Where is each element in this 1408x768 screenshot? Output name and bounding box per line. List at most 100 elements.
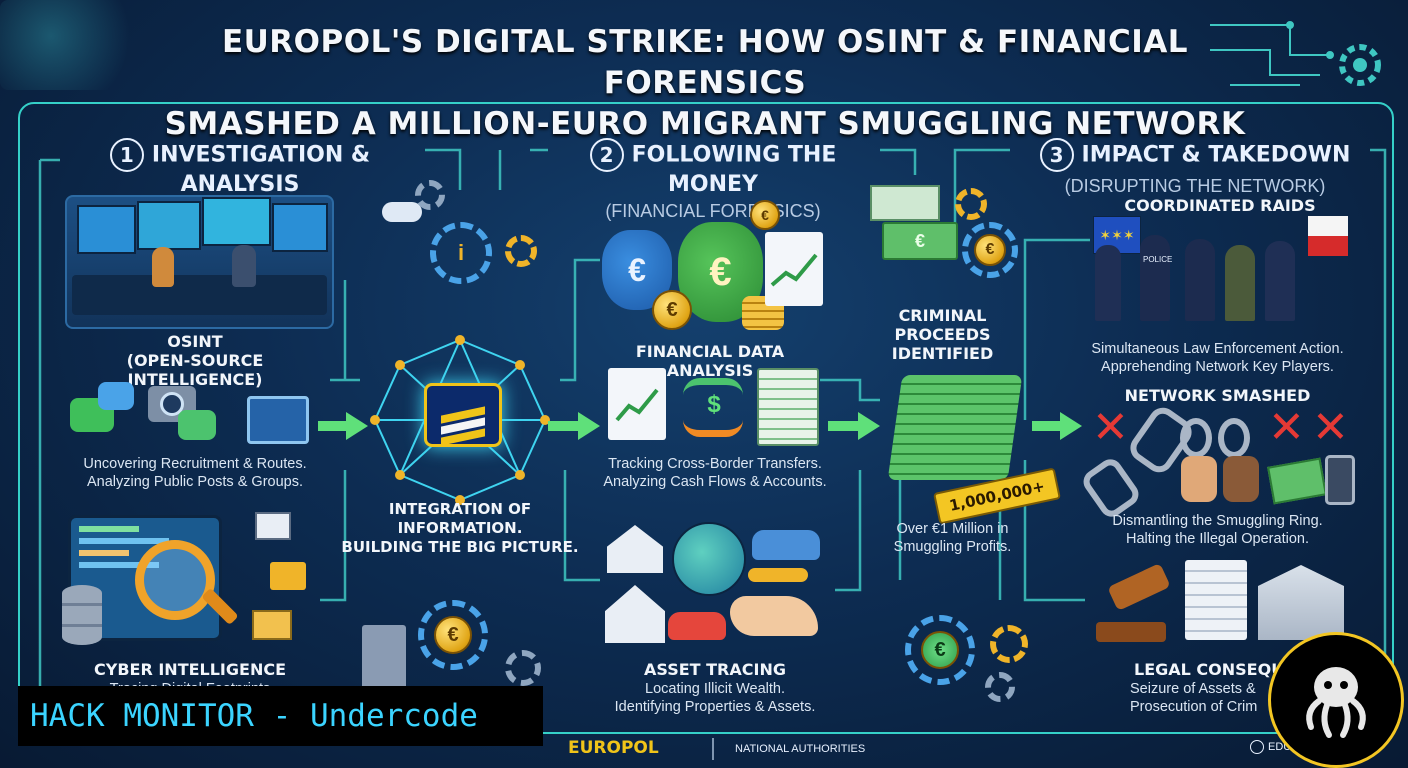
- chat-bubble-icon: [98, 382, 134, 410]
- analyst-desk: [72, 275, 327, 315]
- cloud-icon: [382, 202, 422, 222]
- legal-desc-line-1: Seizure of Assets &: [1130, 681, 1256, 697]
- monitor-screen: [202, 197, 271, 246]
- osint-workstation-illustration: [65, 195, 334, 329]
- monitor-screen: [77, 205, 136, 254]
- mobile-phone-icon: [1325, 455, 1355, 505]
- hub-label: INTEGRATION OF INFORMATION. BUILDING THE…: [335, 500, 585, 557]
- page-title: EUROPOL'S DIGITAL STRIKE: HOW OSINT & FI…: [150, 22, 1260, 145]
- osint-desc-line-1: Uncovering Recruitment & Routes.: [83, 456, 307, 472]
- euro-symbol: €: [914, 230, 925, 251]
- check-circle-icon: [1250, 740, 1264, 754]
- smashed-description: Dismantling the Smuggling Ring. Halting …: [1085, 512, 1350, 548]
- asset-tracing-label: ASSET TRACING: [644, 660, 786, 679]
- camera-icon: [148, 386, 196, 422]
- smashed-desc-line-1: Dismantling the Smuggling Ring.: [1112, 513, 1323, 529]
- flow-arrow-icon: [346, 412, 368, 440]
- flow-arrow-icon: [858, 412, 880, 440]
- coordinated-raids-label: COORDINATED RAIDS: [1124, 196, 1316, 215]
- chat-bubble-icon: [178, 410, 216, 440]
- financial-data-description: Tracking Cross-Border Transfers. Analyzi…: [580, 455, 850, 491]
- profits-line-2: Smuggling Profits.: [893, 539, 1012, 555]
- flow-arrow-shaft: [548, 421, 580, 431]
- gear-icon: [505, 235, 537, 267]
- euro-symbol: €: [709, 249, 732, 294]
- euro-coin-icon: €: [921, 631, 959, 669]
- section-2-title: FOLLOWING THE MONEY: [631, 142, 837, 198]
- fda-desc-line-1: Tracking Cross-Border Transfers.: [608, 456, 822, 472]
- euro-gear-icon: €: [905, 615, 975, 685]
- analyst-figure-icon: [232, 245, 256, 287]
- gear-icon: [415, 180, 445, 210]
- country-flag-icon: [1308, 216, 1348, 256]
- analyst-figure-icon: [152, 247, 174, 287]
- monitor-screen: [137, 201, 201, 250]
- profits-description: Over €1 Million in Smuggling Profits.: [870, 520, 1035, 556]
- key-icon: [748, 568, 808, 582]
- magnifying-glass-icon: [135, 540, 215, 620]
- raids-description: Simultaneous Law Enforcement Action. App…: [1075, 340, 1360, 376]
- euro-gear-icon: €: [418, 600, 488, 670]
- cash-banknote-icon: €: [882, 222, 958, 260]
- info-gear-icon: i: [430, 222, 492, 284]
- octopus-icon: [1306, 667, 1366, 738]
- legal-consequences-label: LEGAL CONSEQU: [1134, 660, 1285, 679]
- osint-label-line-1: OSINT: [167, 332, 223, 351]
- smashed-desc-line-2: Halting the Illegal Operation.: [1126, 531, 1309, 547]
- europol-footer-logo: EUROPOL: [568, 738, 659, 758]
- osint-desc-line-2: Analyzing Public Posts & Groups.: [87, 474, 303, 490]
- gear-icon: [955, 188, 987, 220]
- gavel-icon: [1090, 562, 1180, 650]
- report-chart-icon: [608, 368, 666, 440]
- police-badge-text: POLICE: [1143, 255, 1173, 264]
- flow-arrow-shaft: [1032, 421, 1062, 431]
- gear-icon: [505, 650, 541, 686]
- browser-window-icon: [247, 396, 309, 444]
- open-hand-icon: [730, 596, 818, 636]
- x-mark-icon: ✕: [1268, 402, 1305, 453]
- hub-label-line-2: BUILDING THE BIG PICTURE.: [341, 538, 579, 556]
- title-line-2: SMASHED A MILLION-EURO MIGRANT SMUGGLING…: [164, 106, 1246, 142]
- euro-gear-icon: €: [962, 222, 1018, 278]
- growth-chart-icon: [765, 232, 823, 306]
- folder-icon: [270, 562, 306, 590]
- legal-document-icon: [1185, 560, 1247, 640]
- server-rack-icon: [362, 625, 406, 695]
- euro-coin-icon: €: [434, 616, 472, 654]
- proceeds-line-3: IDENTIFIED: [891, 344, 994, 363]
- euro-symbol: €: [628, 251, 646, 288]
- euro-coin-icon: €: [974, 234, 1006, 266]
- asset-desc-line-1: Locating Illicit Wealth.: [645, 681, 785, 697]
- gear-icon: [990, 625, 1028, 663]
- legal-desc-line-2: Prosecution of Crim: [1130, 699, 1258, 715]
- transfer-arrow-bottom: [683, 420, 743, 437]
- raids-desc-line-1: Simultaneous Law Enforcement Action.: [1091, 341, 1344, 357]
- financial-data-analysis-label: FINANCIAL DATA ANALYSIS: [635, 342, 785, 380]
- transfer-arrow-top: [683, 378, 743, 395]
- x-mark-icon: ✕: [1092, 402, 1129, 453]
- flow-arrow-shaft: [828, 421, 860, 431]
- europol-wordmark: EUROPOL: [568, 738, 659, 758]
- transfer-arrows-icon: $: [680, 380, 748, 430]
- raised-fists-icon: [1180, 455, 1260, 503]
- dollar-symbol: $: [707, 391, 721, 418]
- spreadsheet-icon: [757, 368, 819, 446]
- world-map-decoration: [0, 0, 170, 90]
- cash-stack-icon: [887, 375, 1023, 480]
- euro-coin-icon: €: [652, 290, 692, 330]
- outer-frame: [18, 102, 1394, 734]
- criminal-proceeds-label: CRIMINAL PROCEEDS IDENTIFIED: [880, 306, 1005, 363]
- section-1-title: INVESTIGATION & ANALYSIS: [151, 142, 371, 198]
- proceeds-line-1: CRIMINAL: [898, 306, 987, 325]
- car-icon: [668, 612, 726, 640]
- flow-arrow-icon: [578, 412, 600, 440]
- police-officers-illustration: POLICE: [1085, 225, 1310, 325]
- network-smashed-label: NETWORK SMASHED: [1124, 386, 1311, 405]
- email-icon: [255, 512, 291, 540]
- circuit-decoration-icon: [1210, 21, 1381, 86]
- monitor-screen: [272, 203, 328, 252]
- section-3-subtitle: (DISRUPTING THE NETWORK): [1064, 176, 1326, 196]
- europol-emblem-icon: [424, 383, 502, 447]
